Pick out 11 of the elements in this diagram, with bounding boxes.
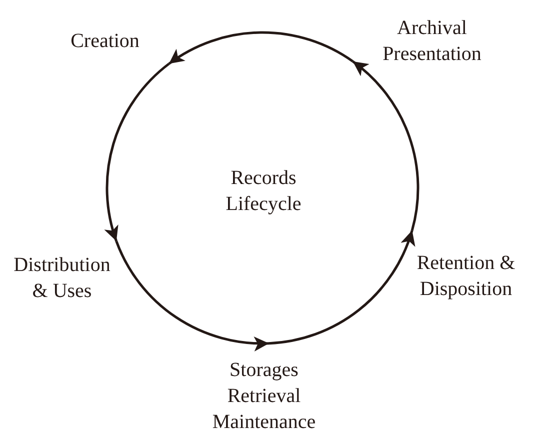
cycle-arrow: [268, 230, 414, 345]
cycle-arrow: [115, 240, 270, 351]
stage-label: Archival Presentation: [372, 15, 492, 67]
cycle-arrow: [352, 60, 420, 231]
stage-label: Storages Retrieval Maintenance: [199, 357, 329, 430]
cycle-arrow: [168, 31, 354, 65]
stage-label: Retention & Disposition: [397, 250, 535, 302]
stage-label: Creation: [50, 28, 160, 54]
stage-label: Distribution & Uses: [6, 252, 118, 304]
center-title: Records Lifecycle: [224, 166, 302, 217]
cycle-arrow: [104, 62, 170, 242]
